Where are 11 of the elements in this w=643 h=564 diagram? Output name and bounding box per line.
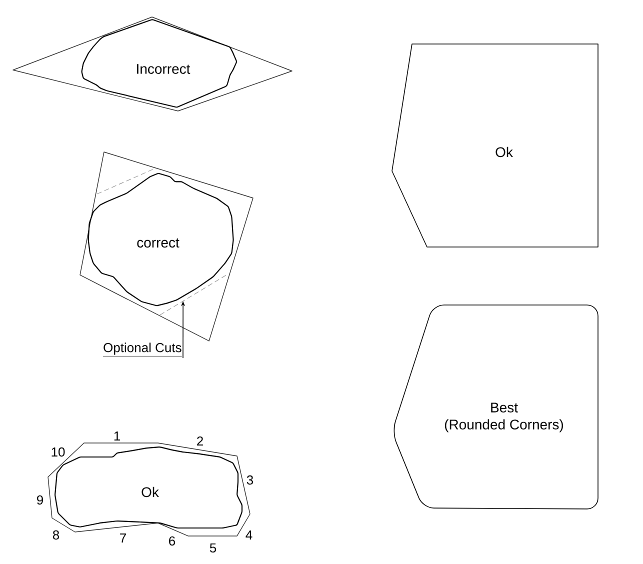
rounded-pentagon: Best (Rounded Corners): [394, 304, 598, 510]
callout-number: 5: [210, 543, 216, 553]
callout-number: 9: [37, 495, 43, 505]
irregular-outline: Incorrect: [81, 19, 237, 108]
pentagon-outline: Ok: [392, 44, 598, 248]
callout-number: 10: [52, 447, 65, 457]
callout-number: 8: [52, 530, 60, 540]
callout-number: 4: [246, 530, 252, 540]
callout-label: Optional Cuts: [102, 342, 182, 356]
dashed-cut-line: [160, 274, 228, 316]
irregular-outline: correct: [88, 172, 234, 306]
